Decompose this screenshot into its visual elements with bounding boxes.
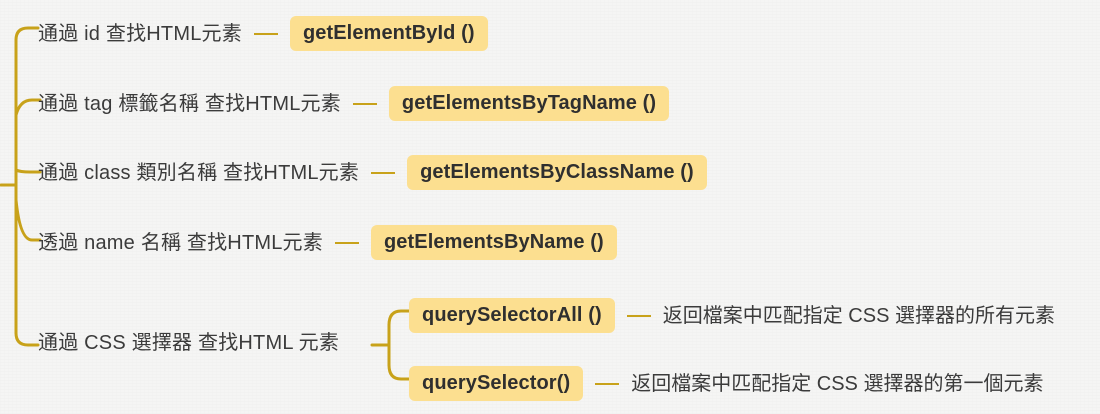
branch-row-4[interactable]: 透過 name 名稱 查找HTML元素 getElementsByName ()	[38, 225, 617, 260]
branch-curve-3	[14, 168, 42, 174]
connector-dash-2	[352, 102, 377, 105]
method-chip-getElementsByTagName[interactable]: getElementsByTagName ()	[388, 86, 670, 121]
method-chip-getElementById[interactable]: getElementById ()	[289, 16, 488, 51]
branch-label-1: 通過 id 查找HTML元素	[38, 22, 242, 45]
sub-connector-dash-1	[626, 314, 651, 317]
connector-dash-3	[371, 171, 396, 174]
branch-curve-1	[14, 26, 40, 42]
branch-label-5: 通過 CSS 選擇器 查找HTML 元素	[38, 332, 340, 354]
branch-row-1[interactable]: 通過 id 查找HTML元素 getElementById ()	[38, 16, 488, 51]
branch-row-5[interactable]: 通過 CSS 選擇器 查找HTML 元素	[38, 333, 339, 353]
sub-branch-description-2: 返回檔案中匹配指定 CSS 選擇器的第一個元素	[631, 372, 1044, 395]
connector-dash-4	[334, 241, 359, 244]
sub-branch-curve-2	[387, 363, 411, 381]
branch-curve-2	[14, 98, 42, 117]
sub-branch-description-1: 返回檔案中匹配指定 CSS 選擇器的所有元素	[662, 304, 1055, 327]
branch-label-4: 透過 name 名稱 查找HTML元素	[38, 231, 323, 254]
sub-connector-dash-2	[595, 382, 620, 385]
branch-curve-5	[14, 331, 40, 347]
method-chip-getElementsByName[interactable]: getElementsByName ()	[370, 225, 617, 260]
sub-branch-row-1[interactable]: querySelectorAll () 返回檔案中匹配指定 CSS 選擇器的所有…	[409, 298, 1055, 333]
branch-label-2: 通過 tag 標籤名稱 查找HTML元素	[38, 92, 341, 115]
branch-row-3[interactable]: 通過 class 類別名稱 查找HTML元素 getElementsByClas…	[38, 155, 707, 190]
method-chip-getElementsByClassName[interactable]: getElementsByClassName ()	[407, 155, 707, 190]
branch-curve-4	[14, 198, 42, 242]
method-chip-querySelector[interactable]: querySelector()	[409, 366, 584, 401]
connector-dash-1	[253, 32, 278, 35]
branch-label-3: 通過 class 類別名稱 查找HTML元素	[38, 161, 360, 184]
branch-row-2[interactable]: 通過 tag 標籤名稱 查找HTML元素 getElementsByTagNam…	[38, 86, 670, 121]
method-chip-querySelectorAll[interactable]: querySelectorAll ()	[409, 298, 615, 333]
sub-branch-row-2[interactable]: querySelector() 返回檔案中匹配指定 CSS 選擇器的第一個元素	[409, 366, 1043, 401]
sub-branch-curve-1	[387, 309, 411, 327]
